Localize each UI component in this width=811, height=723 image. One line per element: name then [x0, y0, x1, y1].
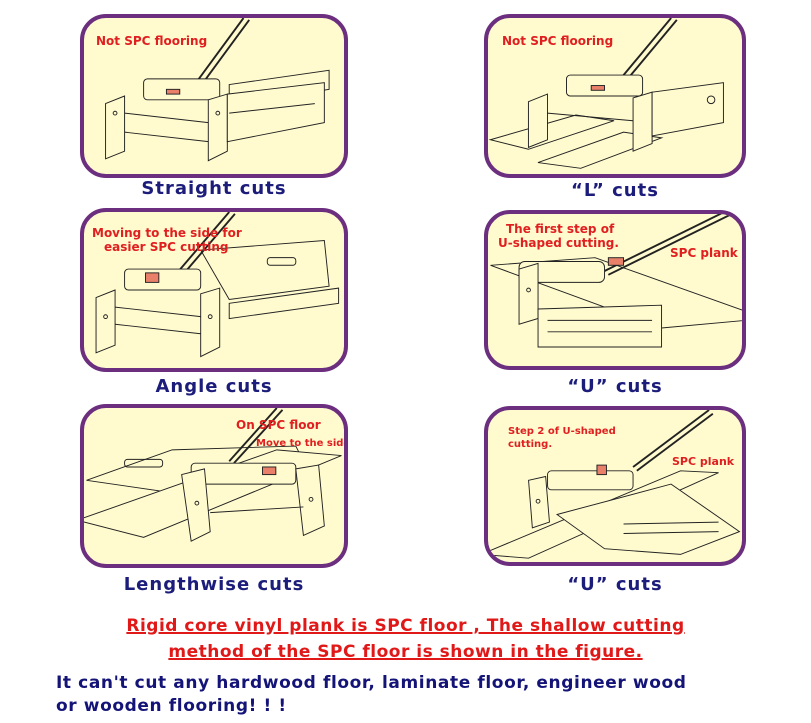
panel-u-cuts-step-2: Step 2 of U-shaped cutting. SPC plank: [484, 406, 746, 566]
footer-red-line-2: method of the SPC floor is shown in the …: [168, 642, 643, 662]
panel-angle-cuts: Moving to the side for easier SPC cuttin…: [80, 208, 348, 372]
footer-blue-line-2: or wooden flooring! ! !: [56, 696, 287, 716]
panel-lengthwise-cuts: On SPC floor Move to the side.: [80, 404, 348, 568]
caption-straight-cuts: Straight cuts: [141, 178, 287, 199]
note-line-2: U-shaped cutting.: [498, 236, 619, 250]
spc-plank-label: SPC plank: [670, 246, 738, 260]
footer-red-line-1: Rigid core vinyl plank is SPC floor , Th…: [126, 616, 685, 636]
note-line-2: cutting.: [508, 439, 553, 450]
note: Not SPC flooring: [96, 34, 208, 48]
cutter-illustration: [488, 410, 741, 559]
panel-l-cuts: Not SPC flooring: [484, 14, 746, 178]
caption-lengthwise-cuts: Lengthwise cuts: [123, 574, 305, 595]
footer-blue-line-1: It can't cut any hardwood floor, laminat…: [56, 673, 687, 693]
caption-angle-cuts: Angle cuts: [155, 376, 273, 397]
note-small: Move to the side.: [256, 438, 348, 449]
cutter-illustration: [95, 212, 340, 358]
spc-plank-label: SPC plank: [672, 455, 735, 468]
cutter-illustration: [490, 214, 742, 348]
cutter-illustration: [488, 18, 724, 169]
panel-straight-cuts: Not SPC flooring: [80, 14, 348, 178]
note: Not SPC flooring: [502, 34, 614, 48]
panel-u-cuts-step-1: The first step of U-shaped cutting. SPC …: [484, 210, 746, 370]
note-line-1: Moving to the side for: [92, 226, 242, 240]
note-line-1: Step 2 of U-shaped: [508, 426, 616, 437]
note: On SPC floor: [236, 418, 321, 432]
cutter-illustration: [105, 18, 330, 162]
cutter-illustration: [84, 408, 342, 542]
note-line-1: The first step of: [506, 222, 615, 236]
caption-u-cuts-1: “U” cuts: [567, 376, 663, 397]
caption-l-cuts: “L” cuts: [571, 180, 659, 201]
note-line-2: easier SPC cutting: [104, 240, 229, 254]
caption-u-cuts-2: “U” cuts: [567, 574, 663, 595]
